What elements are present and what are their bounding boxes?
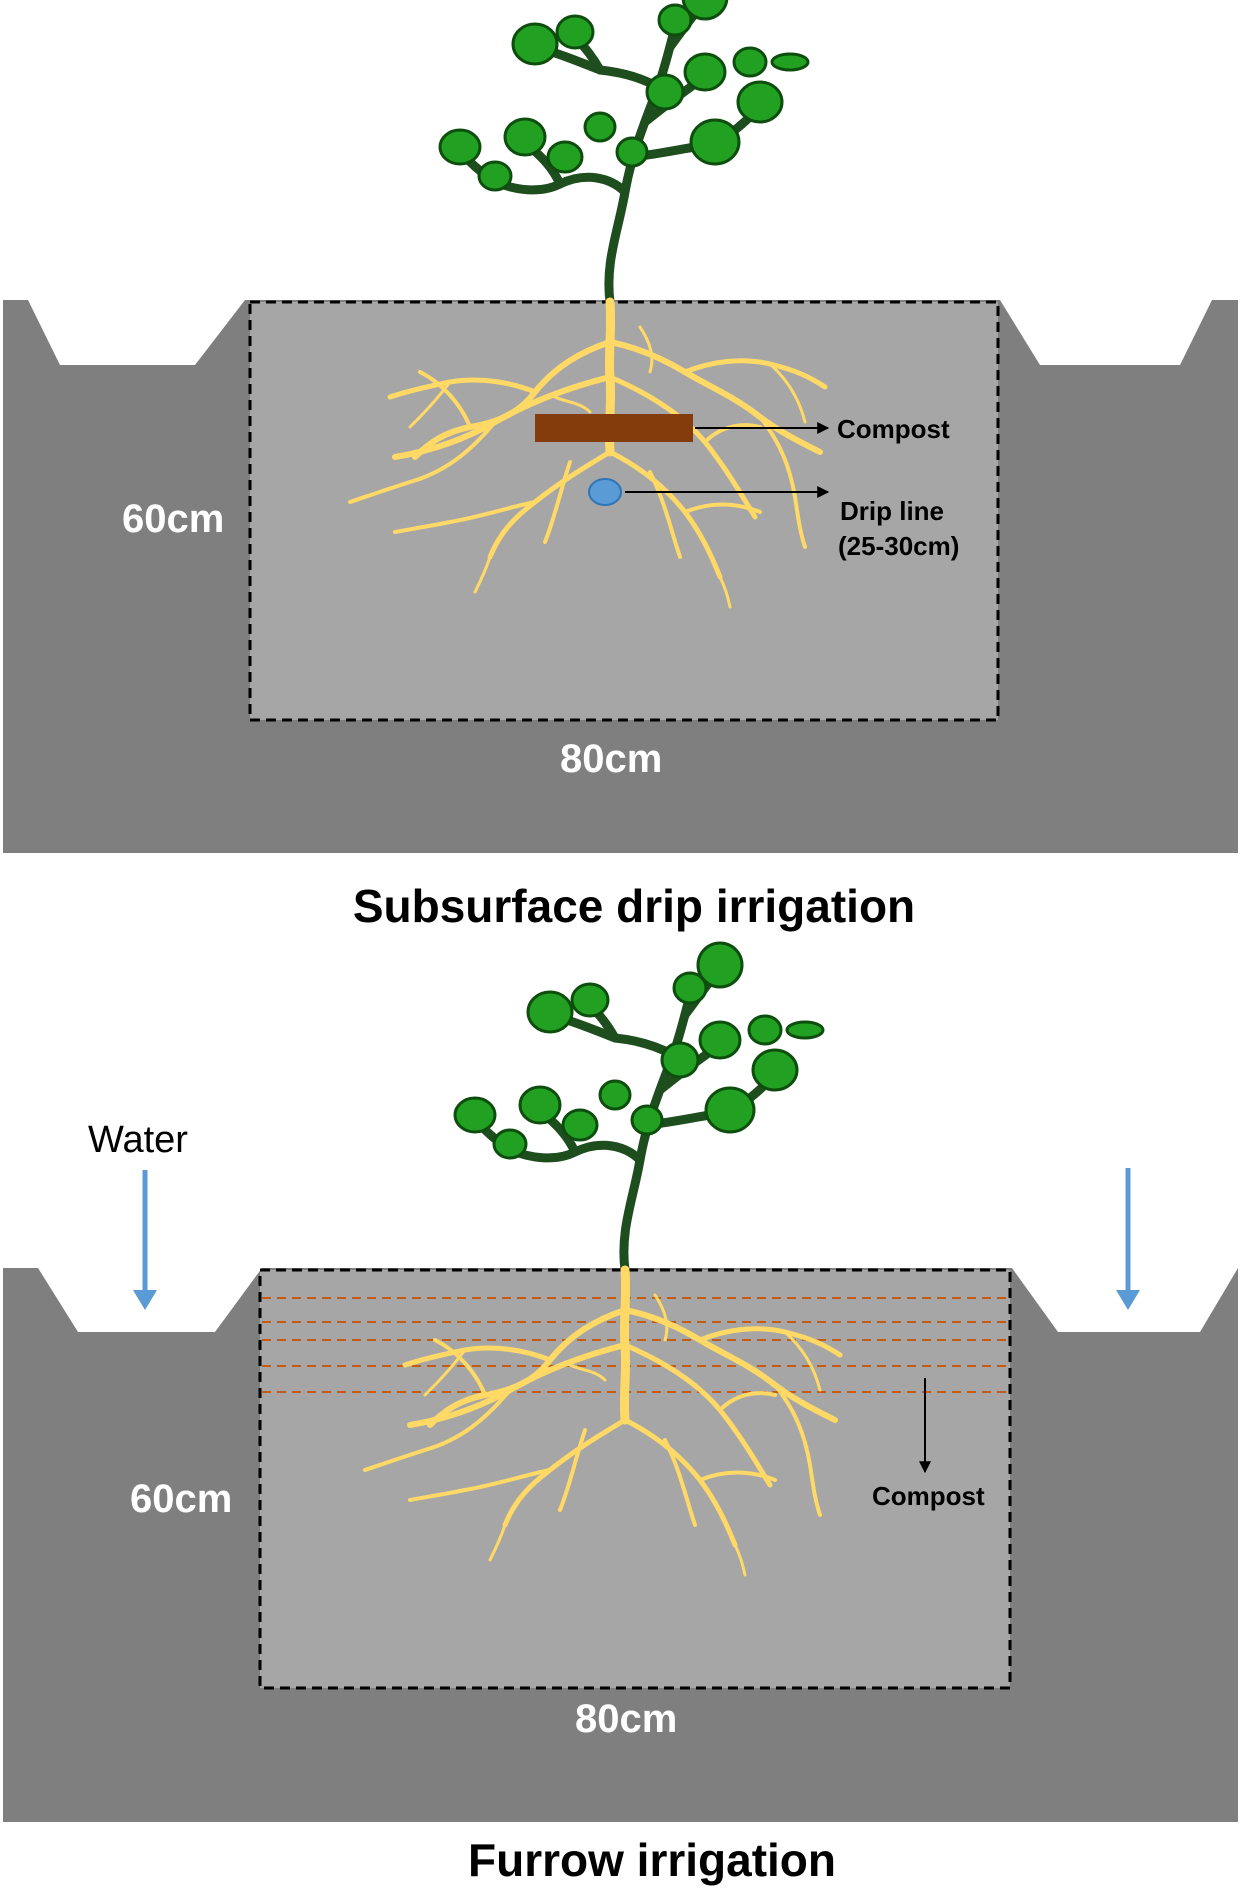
down-arrow-icon <box>1116 1168 1140 1310</box>
drip-line-label: Drip line <box>840 496 944 526</box>
width-label-subsurface: 80cm <box>560 737 662 781</box>
plant-icon <box>440 0 808 302</box>
subsurface-panel: Compost Drip line (25-30cm) 60cm 80cm Su… <box>3 0 1238 932</box>
drip-line-icon <box>588 478 622 506</box>
compost-layer-lines <box>262 1297 1008 1393</box>
width-label-furrow: 80cm <box>575 1697 677 1741</box>
depth-label-furrow: 60cm <box>130 1477 232 1521</box>
planting-zone-subsurface <box>248 300 1000 722</box>
plant-icon <box>455 943 823 1270</box>
planting-zone-furrow <box>258 1268 1012 1690</box>
panel-title-furrow: Furrow irrigation <box>468 1834 836 1886</box>
down-arrow-icon <box>133 1170 157 1310</box>
compost-label-subsurface: Compost <box>837 414 950 444</box>
water-label: Water <box>88 1119 188 1161</box>
drip-depth-label: (25-30cm) <box>838 531 959 561</box>
panel-title-subsurface: Subsurface drip irrigation <box>353 880 915 932</box>
furrow-panel: Compost Water 60cm 80cm Furrow irrigatio… <box>3 943 1238 1886</box>
depth-label-subsurface: 60cm <box>122 497 224 541</box>
compost-bar <box>535 414 693 442</box>
compost-label-furrow: Compost <box>872 1481 985 1511</box>
